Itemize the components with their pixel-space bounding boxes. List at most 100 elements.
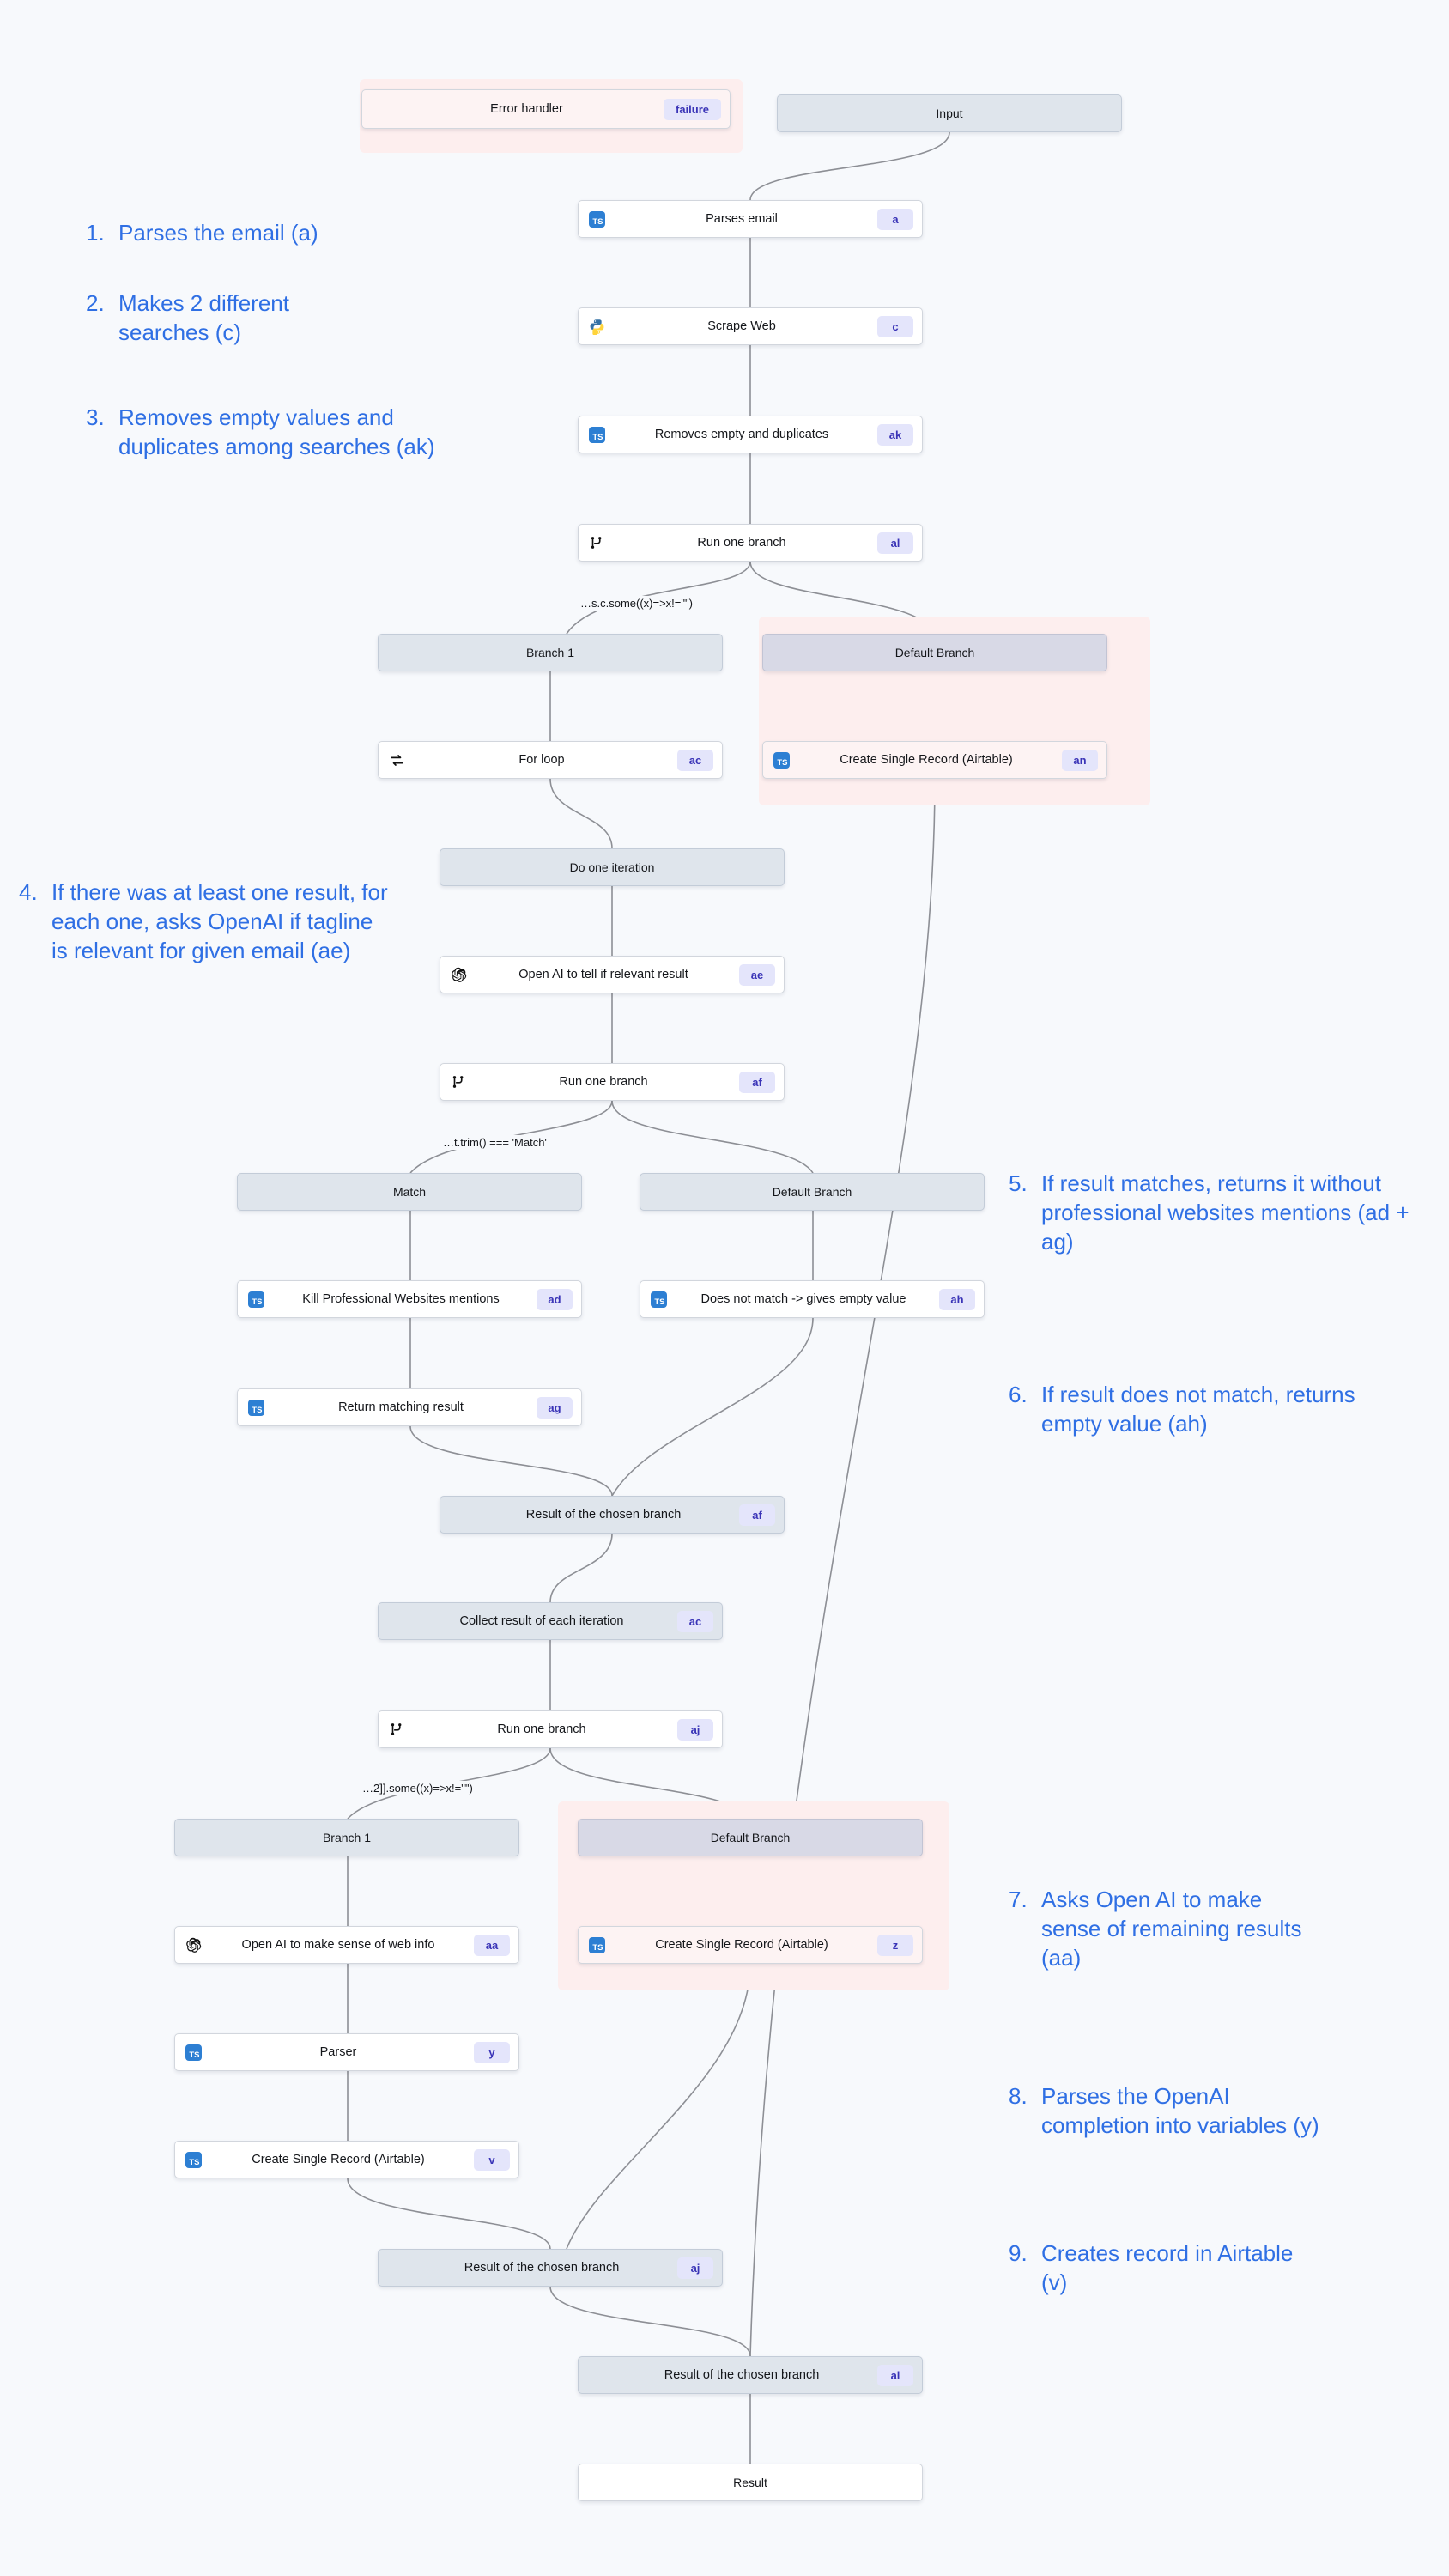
node-create-single-record-an[interactable]: TS Create Single Record (Airtable) an [762, 741, 1107, 779]
node-badge[interactable]: aj [677, 1718, 713, 1741]
node-branch-1-top[interactable]: Branch 1 [378, 634, 723, 671]
edge-runal-branch1 [566, 561, 751, 635]
openai-logo-icon [184, 1935, 203, 1954]
node-default-branch-top[interactable]: Default Branch [762, 634, 1107, 671]
annotation-number: 2. [86, 290, 105, 316]
node-run-one-branch-af[interactable]: Run one branch af [440, 1063, 785, 1101]
node-badge[interactable]: a [877, 208, 913, 230]
typescript-icon: TS [246, 1290, 265, 1309]
node-title: Create Single Record (Airtable) [840, 753, 1013, 767]
annotation-number: 4. [19, 879, 38, 905]
node-branch-1-bottom[interactable]: Branch 1 [174, 1819, 519, 1856]
node-badge[interactable]: aj [677, 2257, 713, 2279]
node-badge[interactable]: ad [537, 1288, 573, 1310]
edge-input-parses [749, 131, 950, 201]
node-badge[interactable]: an [1062, 749, 1098, 771]
edge-csrv-resaj [347, 2178, 551, 2250]
edge-runaf-defaultmid [611, 1100, 814, 1174]
node-title: Default Branch [894, 646, 975, 659]
node-default-branch-bottom[interactable]: Default Branch [578, 1819, 923, 1856]
annotation-number: 5. [1009, 1170, 1028, 1196]
node-badge[interactable]: ac [677, 1610, 713, 1632]
node-title: Branch 1 [322, 1831, 372, 1844]
node-error-handler[interactable]: Error handler failure [361, 89, 731, 129]
node-badge[interactable]: al [877, 532, 913, 554]
node-title: Result of the chosen branch [664, 2368, 820, 2382]
edge-label-condition-al: …s.c.some((x)=>x!="") [577, 596, 696, 611]
typescript-icon: TS [587, 1935, 606, 1954]
edge-label-condition-af: …t.trim() === 'Match' [440, 1135, 550, 1150]
node-result-chosen-branch-aj[interactable]: Result of the chosen branch aj [378, 2249, 723, 2287]
node-openai-relevant-result[interactable]: Open AI to tell if relevant result ae [440, 956, 785, 993]
node-badge[interactable]: failure [663, 98, 721, 120]
node-badge[interactable]: v [474, 2148, 510, 2171]
node-badge[interactable]: ag [537, 1396, 573, 1419]
node-badge[interactable]: y [474, 2041, 510, 2063]
annotation-9: 9. Creates record in Airtable (v) [1009, 2239, 1318, 2298]
icon-spacer [587, 2375, 606, 2376]
node-title: Run one branch [559, 1075, 648, 1089]
node-title: Return matching result [338, 1400, 464, 1414]
typescript-icon: TS [246, 1398, 265, 1417]
annotation-number: 6. [1009, 1382, 1028, 1407]
icon-spacer [371, 109, 390, 110]
typescript-icon: TS [184, 2043, 203, 2062]
node-input[interactable]: Input [777, 94, 1122, 132]
annotation-text: Parses the OpenAI completion into variab… [1041, 2083, 1319, 2138]
node-kill-professional-websites[interactable]: TS Kill Professional Websites mentions a… [237, 1280, 582, 1318]
node-badge[interactable]: ac [677, 749, 713, 771]
node-title: Open AI to make sense of web info [241, 1938, 435, 1952]
edge-notmatch-resaf [611, 1317, 814, 1497]
node-title: Input [936, 106, 963, 120]
node-badge[interactable]: c [877, 315, 913, 337]
node-title: Result of the chosen branch [525, 1508, 682, 1522]
node-default-branch-middle[interactable]: Default Branch [640, 1173, 985, 1211]
node-badge[interactable]: ak [877, 423, 913, 446]
typescript-icon: TS [649, 1290, 668, 1309]
edge-csrz-resaj [566, 1963, 751, 2250]
node-do-one-iteration[interactable]: Do one iteration [440, 848, 785, 886]
edge-resaj-resal [549, 2286, 751, 2357]
node-result-chosen-branch-al[interactable]: Result of the chosen branch al [578, 2356, 923, 2394]
annotation-number: 9. [1009, 2240, 1028, 2266]
node-badge[interactable]: ae [739, 963, 775, 986]
edge-return-resaf [409, 1425, 613, 1497]
node-badge[interactable]: ah [939, 1288, 975, 1310]
node-badge[interactable]: af [739, 1071, 775, 1093]
annotation-number: 7. [1009, 1886, 1028, 1912]
annotation-8: 8. Parses the OpenAI completion into var… [1009, 2082, 1343, 2141]
node-title: Result of the chosen branch [464, 2261, 620, 2275]
typescript-icon: TS [184, 2150, 203, 2169]
node-for-loop[interactable]: For loop ac [378, 741, 723, 779]
node-does-not-match[interactable]: TS Does not match -> gives empty value a… [640, 1280, 985, 1318]
loop-arrows-icon [387, 750, 406, 769]
node-result-chosen-branch-af[interactable]: Result of the chosen branch af [440, 1496, 785, 1534]
annotation-text: Asks Open AI to make sense of remaining … [1041, 1886, 1302, 1971]
node-title: Branch 1 [525, 646, 575, 659]
node-openai-make-sense-web-info[interactable]: Open AI to make sense of web info aa [174, 1926, 519, 1964]
node-title: Default Branch [772, 1185, 852, 1199]
typescript-icon: TS [587, 210, 606, 228]
python-icon [587, 317, 606, 336]
node-scrape-web[interactable]: Scrape Web c [578, 307, 923, 345]
node-collect-result-iteration[interactable]: Collect result of each iteration ac [378, 1602, 723, 1640]
node-parser[interactable]: TS Parser y [174, 2033, 519, 2071]
annotation-text: If there was at least one result, for ea… [52, 879, 388, 963]
node-badge[interactable]: af [739, 1504, 775, 1526]
node-run-one-branch-al[interactable]: Run one branch al [578, 524, 923, 562]
node-removes-empty-duplicates[interactable]: TS Removes empty and duplicates ak [578, 416, 923, 453]
node-badge[interactable]: al [877, 2364, 913, 2386]
node-create-single-record-v[interactable]: TS Create Single Record (Airtable) v [174, 2141, 519, 2178]
node-run-one-branch-aj[interactable]: Run one branch aj [378, 1710, 723, 1748]
node-badge[interactable]: aa [474, 1934, 510, 1956]
node-return-matching-result[interactable]: TS Return matching result ag [237, 1388, 582, 1426]
node-parses-email[interactable]: TS Parses email a [578, 200, 923, 238]
node-result-final[interactable]: Result [578, 2464, 923, 2501]
node-create-single-record-z[interactable]: TS Create Single Record (Airtable) z [578, 1926, 923, 1964]
node-badge[interactable]: z [877, 1934, 913, 1956]
edge-forloop-doiter [549, 778, 613, 849]
git-branch-icon [387, 1720, 406, 1739]
node-match-branch[interactable]: Match [237, 1173, 582, 1211]
node-title: Scrape Web [707, 319, 776, 333]
node-title: Match [392, 1185, 427, 1199]
